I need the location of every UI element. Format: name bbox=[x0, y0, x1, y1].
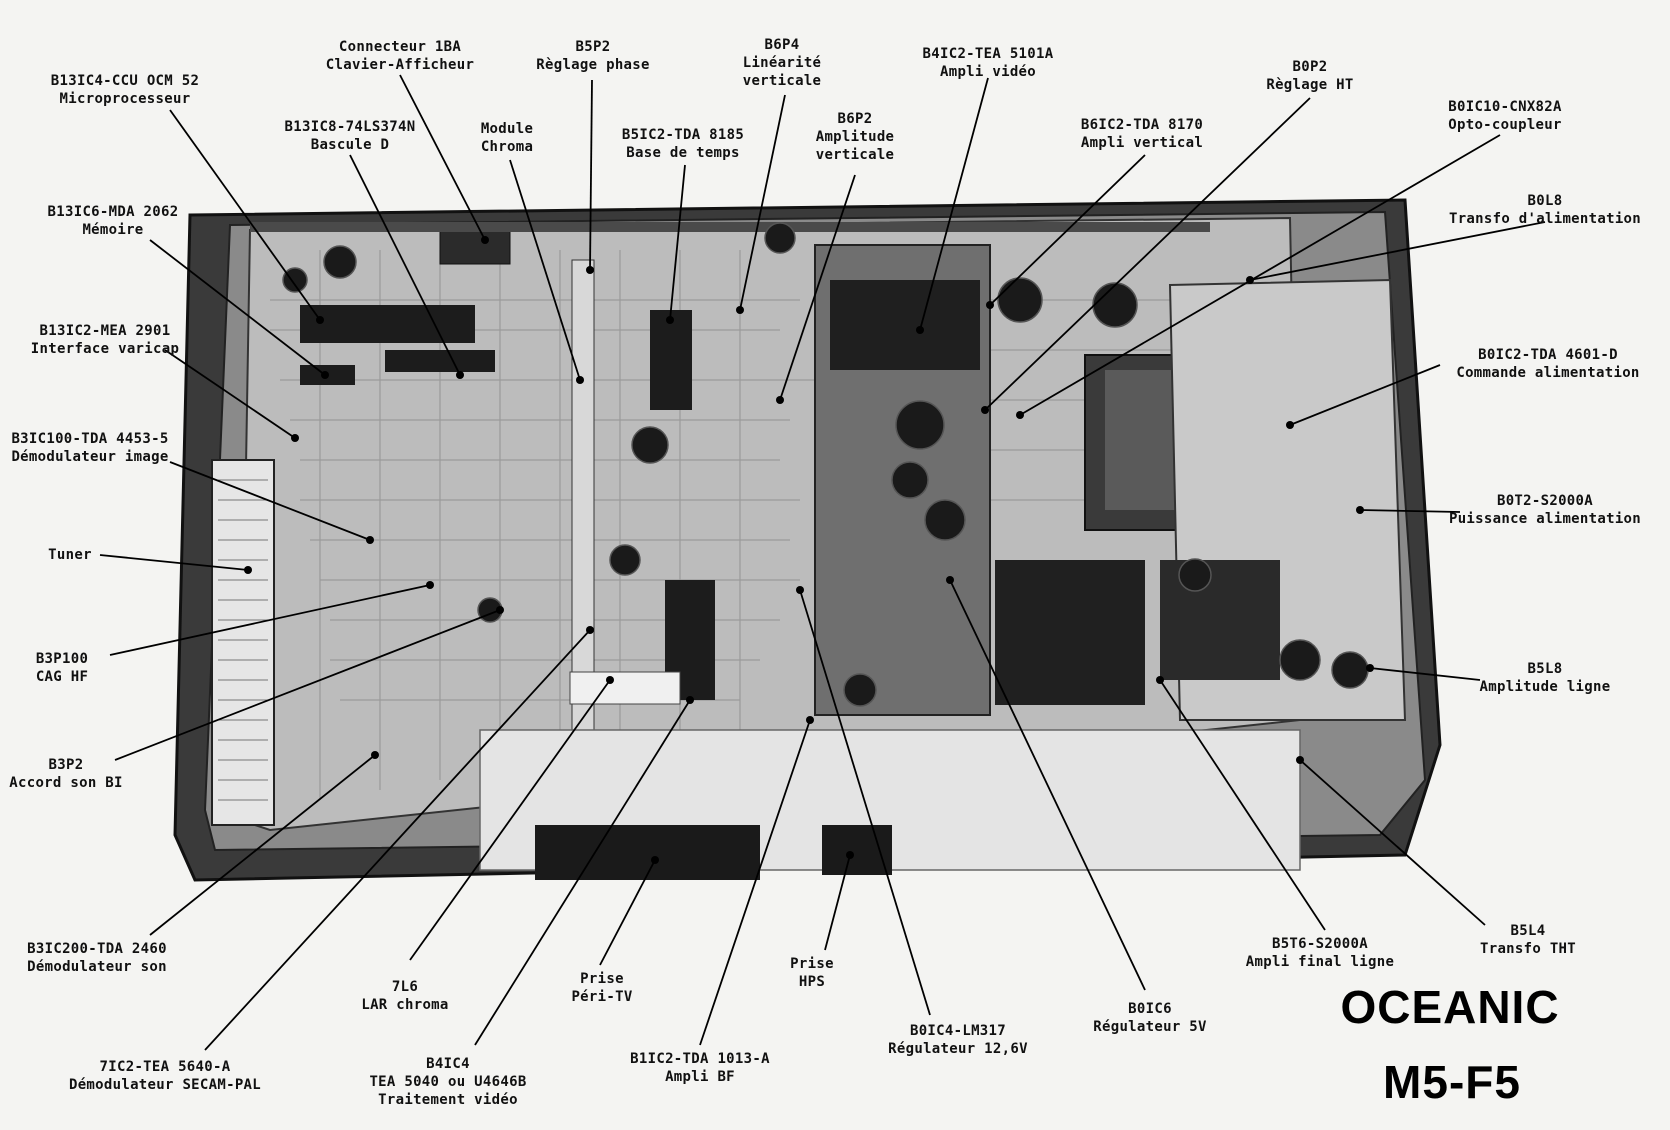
ic-microprocessor bbox=[300, 305, 475, 343]
model-title: M5-F5 bbox=[1383, 1056, 1521, 1108]
leader-lines bbox=[99, 74, 1546, 1051]
white-module bbox=[569, 671, 681, 705]
capacitors bbox=[282, 222, 1369, 707]
pcb-traces bbox=[270, 250, 1380, 800]
label-tuner: Tuner bbox=[48, 547, 92, 563]
ic-base-de-temps bbox=[650, 310, 692, 410]
tuner-block bbox=[211, 459, 275, 826]
peri-tv-connector bbox=[535, 825, 760, 880]
top-rail bbox=[250, 222, 1210, 232]
connector-1ba bbox=[439, 225, 511, 265]
chroma-module bbox=[571, 259, 595, 731]
ic-bascule bbox=[385, 350, 495, 372]
leader-dots bbox=[244, 236, 1374, 864]
tht-transformer bbox=[995, 560, 1145, 705]
brand-title: OCEANIC bbox=[1340, 981, 1560, 1033]
heatsink bbox=[830, 280, 980, 370]
hps-connector bbox=[822, 825, 892, 875]
